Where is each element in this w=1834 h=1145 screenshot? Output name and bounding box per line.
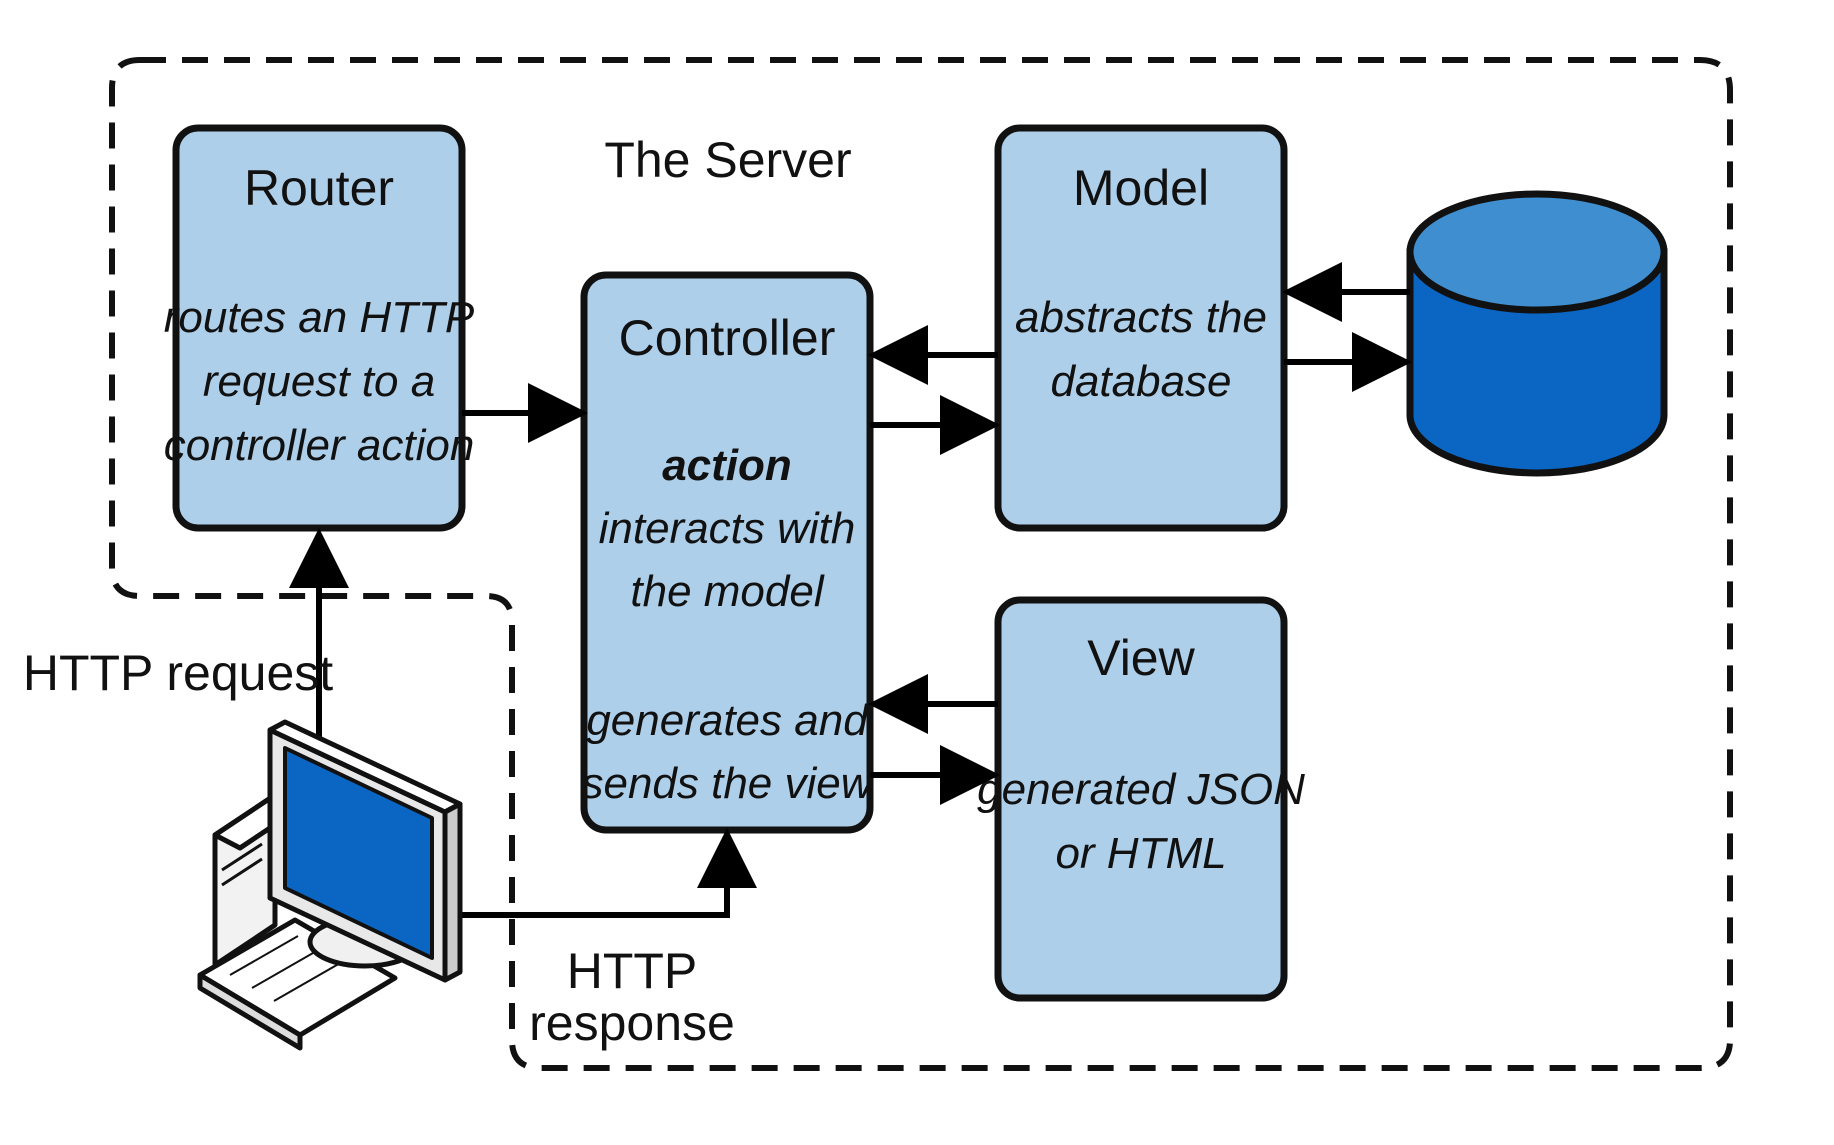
- controller-box: Controller action interacts with the mod…: [580, 271, 876, 834]
- view-desc-line-2: or HTML: [1055, 829, 1226, 878]
- desktop-computer-icon: [197, 719, 463, 1051]
- model-desc-line-1: abstracts the: [1015, 293, 1267, 342]
- controller-desc1-line-2: the model: [630, 567, 824, 616]
- model-desc-line-2: database: [1050, 357, 1231, 406]
- router-desc-line-1: routes an HTTP: [164, 293, 475, 342]
- router-box: Router routes an HTTP request to a contr…: [164, 124, 475, 532]
- view-desc-line-1: generated JSON: [977, 765, 1305, 814]
- model-box: Model abstracts the database: [994, 124, 1288, 532]
- server-boundary: [109, 57, 1733, 1071]
- database-cylinder-icon: [1406, 190, 1668, 477]
- controller-desc2-line-2: sends the view: [581, 759, 875, 808]
- controller-desc2-line-1: generates and: [586, 696, 869, 745]
- model-title: Model: [1073, 160, 1209, 216]
- server-label: The Server: [604, 132, 851, 188]
- http-response-label-line-1: HTTP: [567, 943, 698, 999]
- controller-action-label: action: [662, 441, 792, 490]
- router-title: Router: [244, 160, 394, 216]
- controller-title: Controller: [619, 310, 836, 366]
- arrow-client-to-controller: [440, 828, 757, 918]
- view-title: View: [1087, 630, 1195, 686]
- http-response-label-line-2: response: [529, 995, 735, 1051]
- router-desc-line-2: request to a: [203, 357, 435, 406]
- router-desc-line-3: controller action: [164, 421, 475, 470]
- view-box: View generated JSON or HTML: [977, 596, 1305, 1002]
- arrows: [289, 262, 1412, 918]
- http-request-label: HTTP request: [23, 645, 333, 701]
- controller-desc1-line-1: interacts with: [599, 504, 856, 553]
